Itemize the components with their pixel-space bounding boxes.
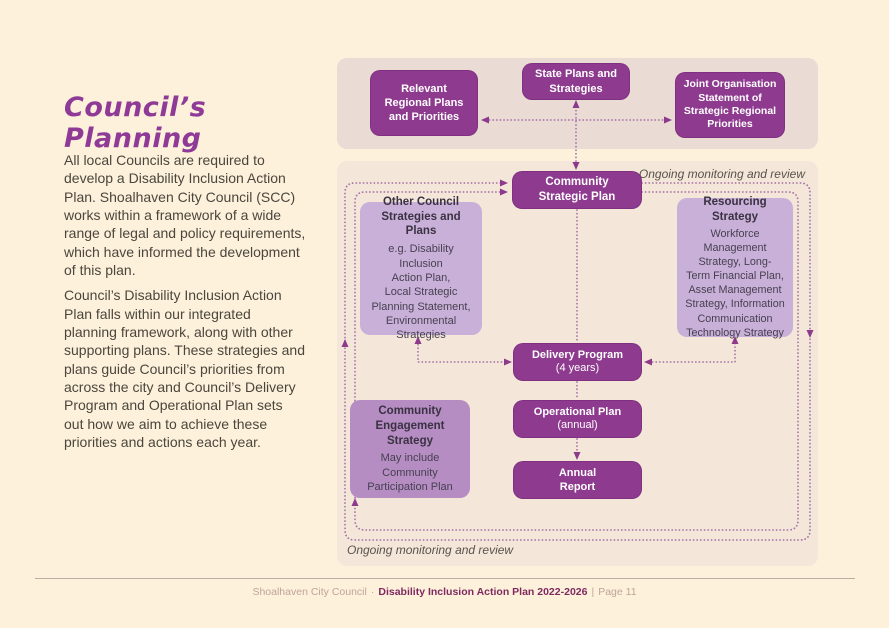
box-subtitle: (4 years) [555,362,600,375]
arrow-up-icon [731,336,739,344]
arrow-up-icon [351,498,359,506]
box-subtitle: (annual) [557,419,598,432]
box-title: Resourcing Strategy [703,196,767,224]
paragraph-1: All local Councils are required to devel… [64,152,306,278]
arrow-right-icon [500,188,508,196]
arrow-left-icon [481,116,489,124]
box-title: Annual Report [558,466,597,493]
box-state-plans: State Plans and Strategies [522,63,630,100]
box-title: Community Strategic Plan [538,176,616,203]
box-title: Operational Plan [533,406,622,419]
box-title: Delivery Program [531,349,624,362]
box-community-strategic-plan: Community Strategic Plan [512,171,642,209]
box-delivery-program: Delivery Program (4 years) [513,343,642,381]
footer-page-number: Page 11 [598,586,637,598]
arrow-left-icon [644,358,652,366]
arrow-down-icon [573,452,581,460]
box-body: Workforce Management Strategy, Long- Ter… [685,228,785,339]
footer-plan-title: Disability Inclusion Action Plan 2022-20… [378,586,588,598]
intro-text: All local Councils are required to devel… [64,151,306,458]
arrow-down-icon [806,330,814,338]
arrow-right-icon [664,116,672,124]
box-title: State Plans and Strategies [535,68,617,95]
arrow-up-icon [414,336,422,344]
footer-separator: · [370,586,375,598]
page-footer: Shoalhaven City Council · Disability Inc… [0,586,889,598]
arrow-up-icon [341,339,349,347]
box-title: Relevant Regional Plans and Priorities [384,82,464,124]
monitoring-label-bottom: Ongoing monitoring and review [347,543,514,557]
footer-rule [35,578,855,579]
page-title: Council’s Planning [64,92,207,154]
box-annual-report: Annual Report [513,461,642,499]
box-title: Other Council Strategies and Plans [381,195,461,238]
monitoring-label-top: Ongoing monitoring and review [638,167,805,181]
connector-lines [341,100,814,541]
box-resourcing-strategy: Resourcing Strategy Workforce Management… [677,196,793,339]
box-joint-organisation: Joint Organisation Statement of Strategi… [675,72,785,138]
footer-council: Shoalhaven City Council [252,586,367,598]
arrow-right-icon [504,358,512,366]
box-community-engagement-strategy: Community Engagement Strategy May includ… [350,400,470,498]
box-body: May include Community Participation Plan [367,452,453,494]
box-other-council-strategies: Other Council Strategies and Plans e.g. … [360,196,482,341]
arrow-down-icon [572,162,580,170]
box-body: e.g. Disability Inclusion Action Plan, L… [371,243,471,342]
box-title: Joint Organisation Statement of Strategi… [683,78,777,131]
arrow-right-icon [500,179,508,187]
footer-divider: | [591,586,595,598]
box-operational-plan: Operational Plan (annual) [513,400,642,438]
box-title: Community Engagement Strategy [375,404,445,447]
arrow-up-icon [572,100,580,108]
box-relevant-regional-plans: Relevant Regional Plans and Priorities [370,70,478,136]
paragraph-2: Council’s Disability Inclusion Action Pl… [64,287,306,450]
